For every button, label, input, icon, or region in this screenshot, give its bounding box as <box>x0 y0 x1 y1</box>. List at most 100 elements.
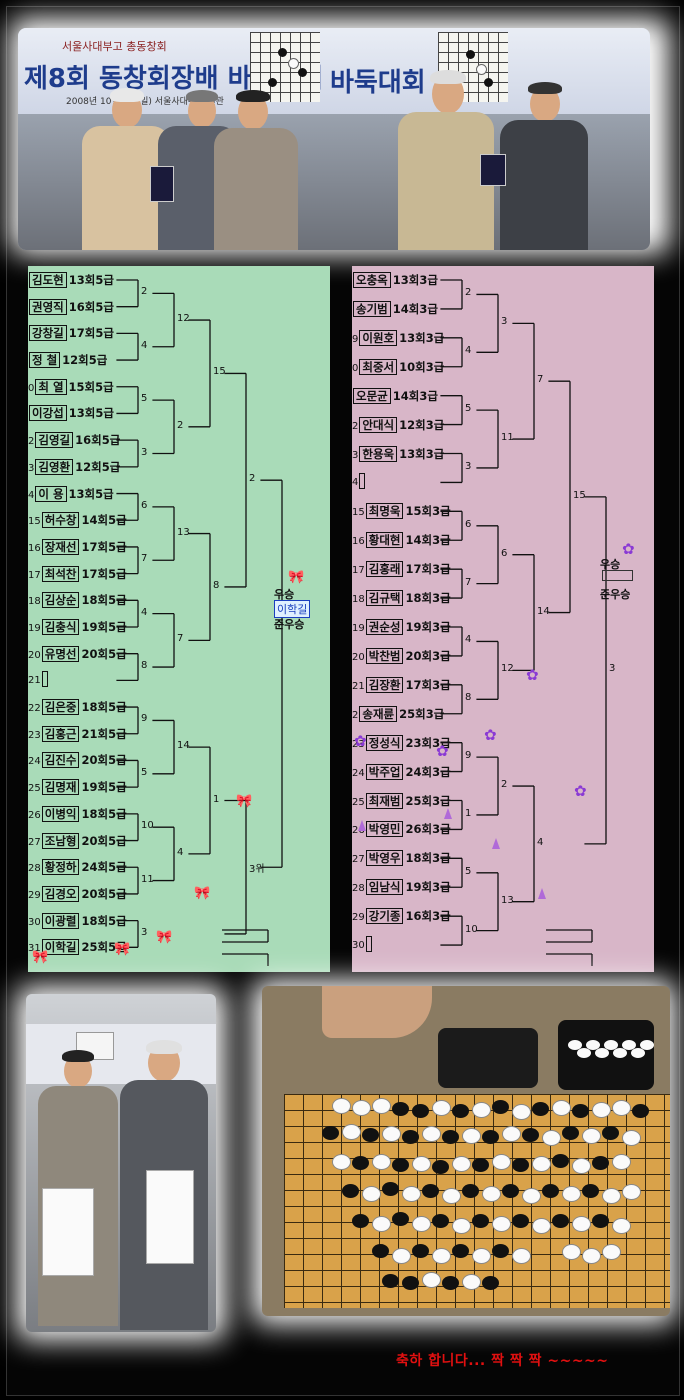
black-stone <box>412 1104 429 1118</box>
player-grade: 19회5급 <box>81 620 127 634</box>
gift-bag <box>42 1188 94 1276</box>
ribbon-icon: 🎀 <box>32 950 49 965</box>
player-grade: 26회3급 <box>405 822 451 837</box>
player-grade: 12회5급 <box>62 353 108 368</box>
player-grade: 25회3급 <box>399 706 445 721</box>
black-stone <box>402 1130 419 1144</box>
match-number: 9 <box>141 713 148 725</box>
bracket-entry: 4 <box>352 473 367 490</box>
black-stone <box>392 1212 409 1226</box>
match-number: 6 <box>465 518 472 530</box>
black-stone <box>452 1244 469 1258</box>
black-stone <box>392 1102 409 1116</box>
match-number: 13 <box>501 894 514 906</box>
bracket-entry: 21 <box>28 671 50 688</box>
black-stone <box>512 1158 529 1172</box>
entry-number: 17 <box>352 565 365 577</box>
player-name: 황대현 <box>365 532 404 549</box>
white-stone <box>502 1126 521 1142</box>
entry-number: 18 <box>28 596 41 608</box>
black-stone <box>342 1184 359 1198</box>
bracket-lines <box>440 279 607 966</box>
match-number: 7 <box>537 374 544 386</box>
player-name: 권순성 <box>365 619 404 635</box>
white-stone <box>362 1186 381 1202</box>
white-stone <box>412 1156 431 1172</box>
black-stone <box>572 1104 589 1118</box>
black-stone <box>432 1160 449 1174</box>
player-grade: 18회5급 <box>81 913 127 928</box>
black-stone <box>522 1128 539 1142</box>
white-stone <box>382 1126 401 1142</box>
player-grade: 16회3급 <box>405 909 451 924</box>
award-ceremony-photo: 서울사대부고 총동창회 제8회 동창회장배 바둑대회 2008년 10월 5일(… <box>18 28 650 250</box>
white-stone <box>392 1248 411 1264</box>
entry-number: 27 <box>28 836 41 848</box>
player-name: 최명욱 <box>365 503 404 520</box>
white-stone <box>422 1272 441 1288</box>
entry-number: 29 <box>352 912 365 924</box>
white-stone <box>332 1098 351 1114</box>
match-number: 6 <box>501 547 508 559</box>
match-number: 5 <box>465 865 472 877</box>
player-name: 강창길 <box>29 325 67 342</box>
black-stone <box>532 1102 549 1116</box>
white-stone <box>422 1126 441 1142</box>
player-name <box>359 473 366 490</box>
player-grade: 13회5급 <box>68 406 114 421</box>
white-stone <box>595 1048 609 1058</box>
white-stone <box>562 1186 581 1202</box>
black-stone <box>412 1244 429 1258</box>
match-number: 2 <box>249 473 256 485</box>
entry-number: 19 <box>28 623 41 634</box>
match-number: 2 <box>501 779 508 791</box>
flower-icon: ✿ <box>574 782 587 800</box>
match-number: 9 <box>465 750 472 762</box>
match-number: 12 <box>501 663 514 675</box>
entry-number: 25 <box>28 783 41 795</box>
ribbon-icon: 🎀 <box>156 930 173 945</box>
player-name: 김충식 <box>41 619 80 635</box>
champion-label: 우승 <box>274 588 295 601</box>
player-grade: 15회3급 <box>405 504 451 519</box>
stone-bowl <box>438 1028 538 1088</box>
black-stone <box>472 1158 489 1172</box>
entry-number: 3 <box>28 462 35 474</box>
player-grade: 18회5급 <box>81 593 127 608</box>
player-grade: 20회5급 <box>81 833 127 848</box>
white-stone <box>562 1244 581 1260</box>
black-stone <box>562 1126 579 1140</box>
ribbon-icon: 🎀 <box>236 794 253 809</box>
match-number: 1 <box>213 793 220 805</box>
player-grade: 18회3급 <box>405 851 451 866</box>
hand <box>322 986 432 1038</box>
match-number: 3 <box>501 316 508 328</box>
entry-number: 27 <box>352 854 365 866</box>
player-grade: 19회3급 <box>405 880 451 895</box>
black-stone <box>422 1184 439 1198</box>
white-stone <box>472 1248 491 1264</box>
black-stone <box>322 1126 339 1140</box>
player-name: 김규택 <box>365 590 404 607</box>
player-name: 이학길 <box>41 939 80 956</box>
black-stone <box>472 1214 489 1228</box>
entry-number: 16 <box>352 536 365 548</box>
match-number: 4 <box>141 339 148 351</box>
black-stone <box>632 1104 649 1118</box>
go-board-graphic-2 <box>438 32 508 102</box>
party-hat-icon <box>358 820 366 831</box>
match-number: 3 <box>141 926 148 938</box>
white-stone <box>604 1040 618 1050</box>
player-name: 유명선 <box>41 645 80 662</box>
player-grade: 24회3급 <box>405 764 451 779</box>
entry-number: 16 <box>28 542 41 554</box>
white-stone <box>631 1048 645 1058</box>
entry-number: 28 <box>352 883 365 895</box>
